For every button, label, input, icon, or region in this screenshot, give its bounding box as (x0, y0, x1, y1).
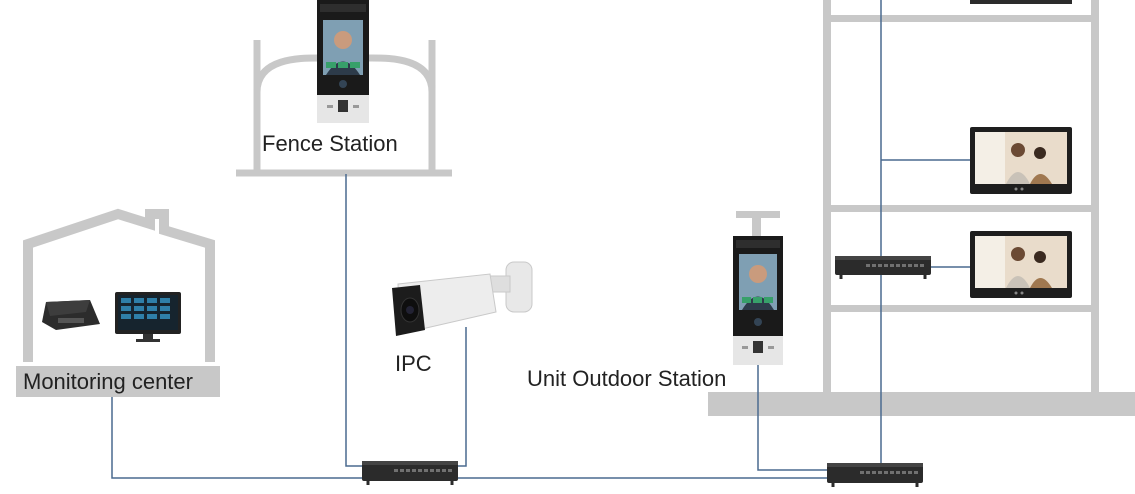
cables (111, 0, 970, 479)
house-outline (23, 208, 215, 362)
indoor-monitor-2 (970, 231, 1072, 298)
monitoring-center-label: Monitoring center (16, 366, 220, 397)
desk-console (42, 300, 100, 330)
unit-outdoor-terminal (733, 236, 783, 365)
right-switch (827, 463, 923, 487)
management-monitor (115, 292, 181, 342)
building (708, 0, 1135, 416)
fence-station-label: Fence Station (262, 131, 398, 156)
unit-outdoor-station-label: Unit Outdoor Station (527, 366, 727, 391)
fence-station-terminal (317, 0, 369, 123)
station-canopy (736, 211, 780, 236)
ipc-camera (392, 261, 533, 336)
indoor-monitor-top (970, 0, 1072, 4)
building-switch (835, 256, 931, 279)
ipc-label: IPC (395, 351, 432, 376)
indoor-monitor-1 (970, 127, 1072, 194)
central-switch (362, 461, 458, 485)
